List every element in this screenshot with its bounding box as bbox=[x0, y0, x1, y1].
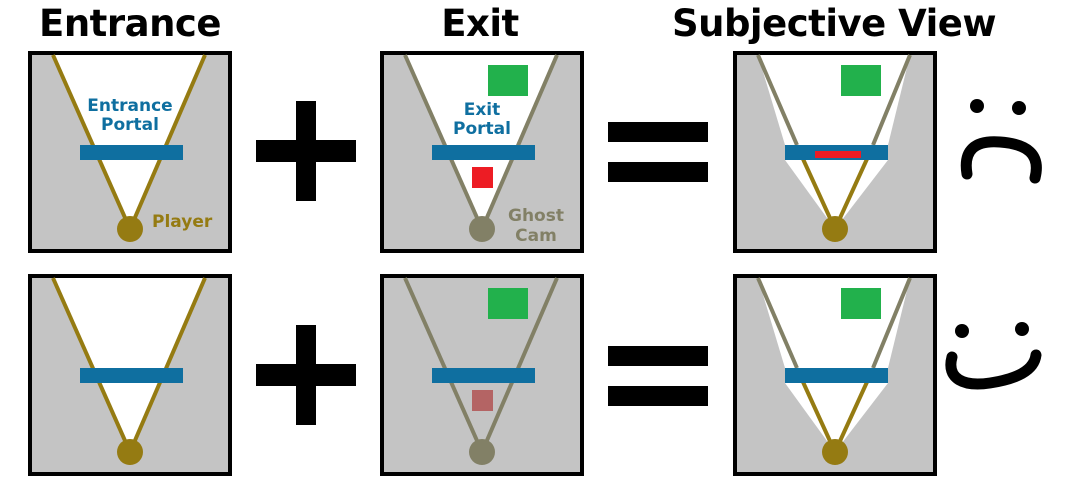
title-subjective-view: Subjective View bbox=[671, 2, 997, 45]
exit-portal bbox=[432, 368, 535, 383]
view-cone bbox=[405, 278, 557, 452]
title-exit: Exit bbox=[441, 2, 519, 45]
player-dot bbox=[822, 439, 848, 465]
exit-panel-row1: Exit Portal Ghost Cam bbox=[380, 51, 584, 253]
subjective-panel-row2 bbox=[733, 274, 937, 476]
ghost-cam-dot bbox=[469, 439, 495, 465]
exit-panel-row2 bbox=[380, 274, 584, 476]
exit-portal-label-line1: Exit bbox=[464, 100, 501, 120]
portal bbox=[785, 368, 888, 383]
ghost-cam-label-line2: Cam bbox=[515, 226, 557, 246]
ghost-cam-dot bbox=[469, 216, 495, 242]
red-object bbox=[472, 167, 493, 188]
view-cone bbox=[53, 55, 205, 229]
view-cone bbox=[53, 278, 205, 452]
player-dot bbox=[117, 216, 143, 242]
green-box bbox=[488, 65, 528, 96]
view-cone-edge-right bbox=[480, 54, 559, 230]
view-cone-edge-left bbox=[403, 54, 484, 230]
title-entrance: Entrance bbox=[39, 2, 221, 45]
red-object-artifact bbox=[815, 151, 861, 158]
player-dot bbox=[822, 216, 848, 242]
exit-portal-label-line2: Portal bbox=[453, 119, 511, 139]
view-cone-edge-right bbox=[128, 54, 207, 230]
player-label: Player bbox=[152, 212, 213, 232]
player-dot bbox=[117, 439, 143, 465]
green-box bbox=[841, 288, 881, 319]
entrance-portal-label-line2: Portal bbox=[101, 115, 159, 135]
sad-face-icon bbox=[960, 99, 1042, 184]
entrance-portal bbox=[80, 368, 183, 383]
entrance-portal bbox=[80, 145, 183, 160]
entrance-panel-row1: Entrance Portal Player bbox=[28, 51, 232, 253]
entrance-panel-row2 bbox=[28, 274, 232, 476]
green-box bbox=[841, 65, 881, 96]
subjective-panel-row1 bbox=[733, 51, 937, 253]
ghosted-object bbox=[472, 390, 493, 411]
green-box bbox=[488, 288, 528, 319]
entrance-portal-label-line1: Entrance bbox=[87, 96, 172, 116]
exit-portal bbox=[432, 145, 535, 160]
view-cone-edge-left bbox=[51, 54, 132, 230]
happy-face-icon bbox=[945, 322, 1042, 390]
ghost-cam-label-line1: Ghost bbox=[508, 206, 564, 226]
view-cone bbox=[405, 55, 557, 229]
